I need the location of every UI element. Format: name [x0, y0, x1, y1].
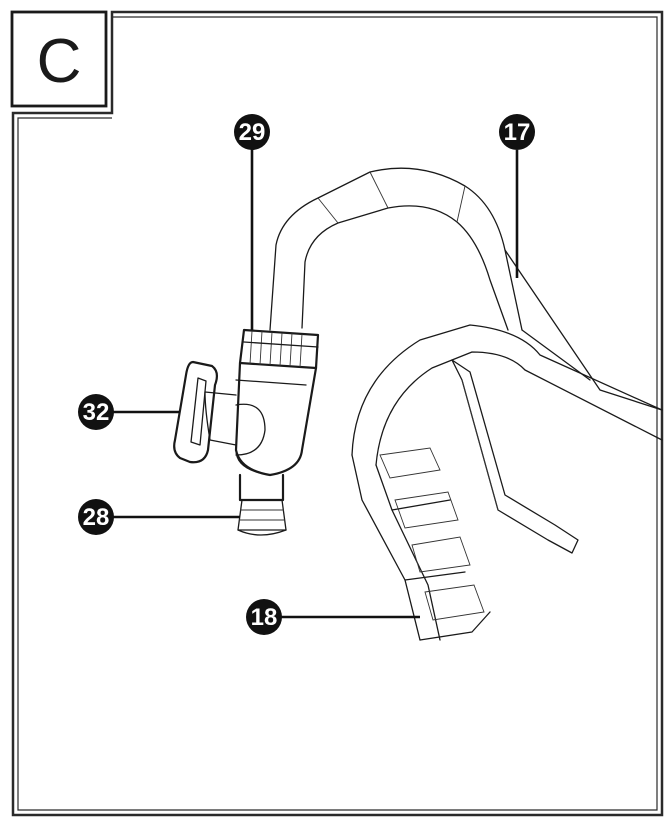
step-letter: C [37, 27, 82, 96]
part-28-connector [237, 473, 287, 536]
part-29-nut [238, 328, 320, 370]
callout-28: 28 [78, 499, 114, 535]
callout-18: 18 [246, 599, 282, 635]
svg-text:28: 28 [83, 504, 110, 531]
callout-32: 32 [78, 394, 114, 430]
svg-text:29: 29 [239, 119, 266, 146]
callout-29: 29 [234, 114, 270, 150]
step-box: C [10, 10, 108, 108]
frame [11, 10, 664, 817]
svg-text:18: 18 [251, 604, 278, 631]
svg-text:32: 32 [83, 399, 110, 426]
part-32-valve-handle [173, 360, 219, 464]
part-18-lower-handle [351, 324, 663, 641]
part-17-upper-handle [269, 167, 663, 411]
tap-body [204, 361, 318, 477]
callout-17: 17 [499, 114, 535, 150]
svg-text:17: 17 [504, 119, 531, 146]
